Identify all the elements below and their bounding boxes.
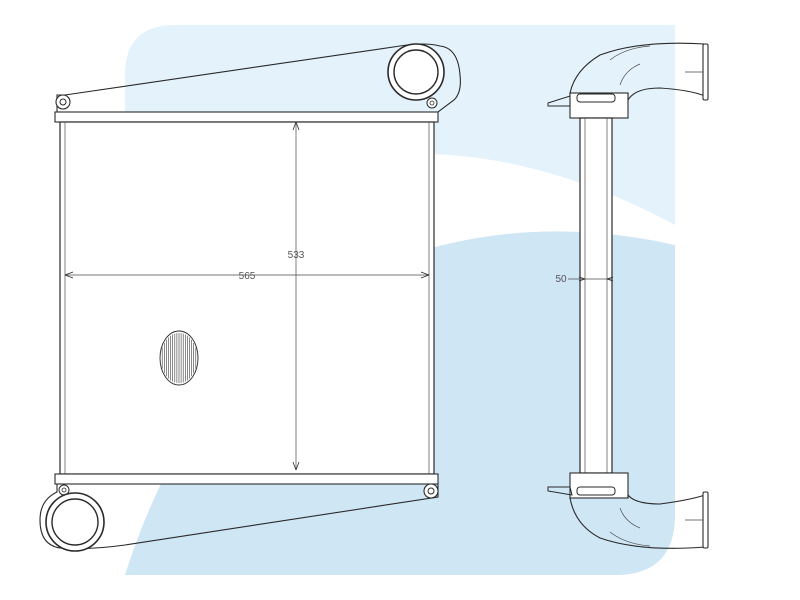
top-pipe-flange	[702, 43, 709, 101]
bottom-left-bolt-hole	[61, 487, 67, 493]
fin-detail	[159, 330, 199, 386]
height-dimension-label: 533	[288, 250, 305, 261]
top-left-bolt-hole	[59, 98, 67, 106]
top-side-clamp	[576, 93, 616, 103]
top-left-bolt	[55, 94, 71, 110]
bottom-inlet-pipe-outer	[45, 492, 105, 552]
top-outlet-pipe-inner	[393, 49, 439, 95]
bottom-side-bracket	[547, 486, 573, 496]
side-view: 50	[547, 42, 709, 549]
top-right-bolt-hole	[429, 100, 435, 106]
height-dimension: 533	[288, 121, 305, 471]
bottom-right-bolt-hole	[427, 487, 435, 495]
fin-detail-outline	[159, 330, 199, 386]
core	[59, 121, 435, 475]
top-tank	[54, 111, 439, 123]
bottom-pipe-flange	[702, 491, 709, 549]
front-view: 565 533	[39, 43, 461, 552]
bottom-inlet-pipe-inner	[51, 498, 99, 546]
bottom-right-bolt	[423, 483, 439, 499]
top-outlet-pipe-outer	[387, 43, 445, 101]
width-dimension-label: 565	[239, 271, 256, 282]
thickness-dimension: 50	[555, 274, 614, 285]
bottom-tank	[54, 473, 439, 485]
thickness-dimension-label: 50	[555, 274, 567, 285]
top-right-bolt	[426, 97, 438, 109]
bottom-side-clamp	[576, 486, 616, 496]
bottom-bracket	[39, 483, 439, 550]
width-dimension: 565	[64, 271, 430, 282]
